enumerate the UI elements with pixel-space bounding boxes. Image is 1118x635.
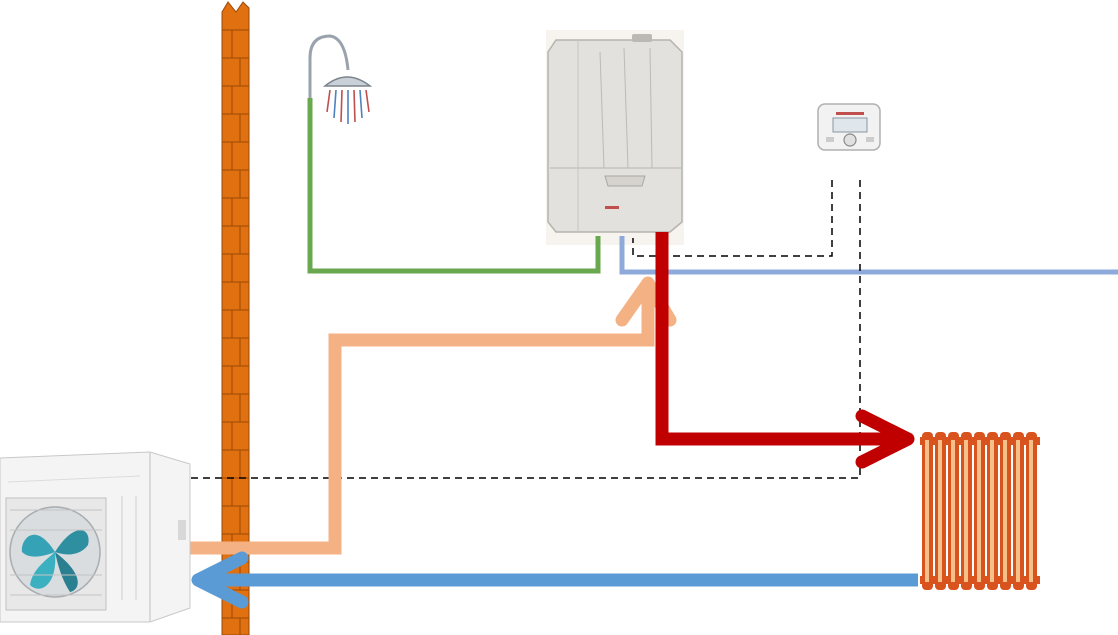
radiator-fin-highlight	[938, 440, 942, 582]
control-line-to-outdoor-unit	[190, 180, 861, 479]
radiator-fin-highlight	[1029, 440, 1033, 582]
brick-wall	[221, 1, 250, 635]
cold-water-inlet-pipe	[619, 236, 1118, 275]
thermostat-to-boiler-control-line	[632, 180, 833, 257]
shower-head-icon	[308, 34, 373, 124]
room-thermostat	[817, 103, 881, 151]
radiator-fin-highlight	[1003, 440, 1007, 582]
heating-flow-arrow	[655, 232, 915, 469]
boiler-unit	[546, 30, 684, 245]
radiator-fin-highlight	[964, 440, 968, 582]
radiator-fin-highlight	[925, 440, 929, 582]
radiator-icon	[920, 432, 1040, 590]
heat-pump-flow-arrow	[190, 276, 677, 555]
heat-pump-outdoor-unit	[0, 451, 191, 623]
radiator-fin-highlight	[1016, 440, 1020, 582]
radiator-fin-highlight	[951, 440, 955, 582]
radiator-fin-highlight	[977, 440, 981, 582]
heating-return-arrow	[191, 551, 918, 609]
domestic-hot-water-pipe	[307, 98, 601, 274]
radiator-fin-highlight	[990, 440, 994, 582]
